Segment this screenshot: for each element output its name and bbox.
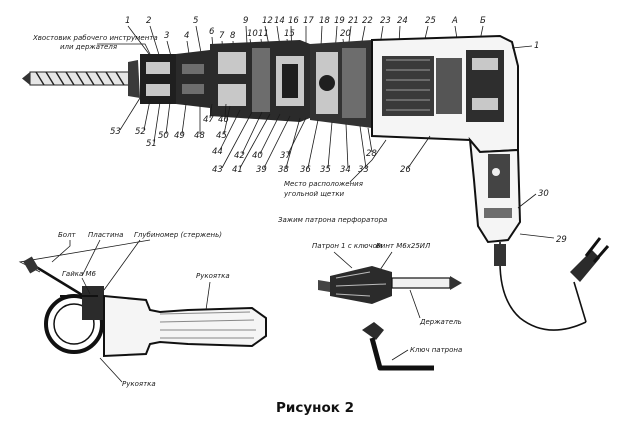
chuck-key-assembly: Патрон 1 с ключом Винт М6х25ИЛ Держатель… [312, 242, 462, 371]
drill-bit [22, 71, 131, 86]
label-handle-bottom: Рукоятка [122, 380, 156, 388]
callout-number: 1 [534, 41, 539, 51]
chuck [140, 54, 176, 104]
power-plug [570, 237, 610, 323]
callout-number: Б [480, 16, 486, 26]
callout-number: 3 [164, 31, 169, 41]
label-chuck-part: Патрон 1 с ключом [312, 242, 383, 250]
callout-number: 38 [278, 165, 289, 175]
side-handle [103, 294, 267, 358]
callout-number: 16 [288, 16, 299, 26]
callout-number: 20 [340, 29, 351, 39]
callout-number: 29 [556, 235, 567, 245]
callout-number: 48 [194, 131, 205, 141]
label-bolt: Болт [58, 231, 77, 239]
callout-number: 36 [300, 165, 311, 175]
callout-number: 23 [380, 16, 391, 26]
callout-number: 42 [234, 151, 245, 161]
callout-number: 14 [274, 16, 285, 26]
callout-number: 37 [280, 151, 291, 161]
label-nut: Гайка М6 [62, 270, 97, 278]
callout-number: 47 [203, 115, 214, 125]
leader-brush [349, 139, 387, 183]
label-depth-rod: Глубиномер (стержень) [134, 231, 222, 239]
callout-number: 8 [230, 31, 236, 41]
callout-number: 9 [243, 16, 248, 26]
label-plate: Пластина [88, 231, 123, 239]
callouts-top: 1 2 3 4 5 6 7 8 9 10 11 12 14 16 15 17 1… [125, 16, 486, 41]
callout-number: 10 [247, 29, 258, 39]
callout-number: 43 [212, 165, 223, 175]
leader-handle-bottom [99, 357, 123, 383]
label-or-holder: или держателя [60, 43, 117, 51]
chuck-key [362, 322, 434, 371]
leader-nut [81, 277, 91, 295]
callout-number: 15 [284, 29, 295, 39]
callout-number: 12 [262, 16, 273, 26]
leaders-chuck [333, 251, 393, 271]
callout-number: 50 [158, 131, 169, 141]
callout-number: 53 [110, 127, 121, 137]
power-cable [499, 242, 587, 331]
callout-number: 40 [252, 151, 263, 161]
callout-number: 22 [362, 16, 373, 26]
callout-number: 5 [193, 16, 198, 26]
label-screw: Винт М6х25ИЛ [376, 242, 431, 250]
leaders-clamp [18, 239, 151, 291]
callout-number: 28 [366, 149, 377, 159]
callout-number: 52 [135, 127, 146, 137]
armature [382, 56, 434, 116]
callout-number: 21 [348, 16, 359, 26]
figure-caption: Рисунок 2 [276, 400, 354, 416]
callout-number: 17 [303, 16, 314, 26]
dust-cap [128, 60, 140, 98]
callout-number: 46 [218, 115, 229, 125]
label-holder-clamp: Зажим патрона перфоратора [278, 216, 387, 224]
callout-number: 39 [256, 165, 267, 175]
leader-key [391, 349, 409, 361]
callout-number: 24 [397, 16, 408, 26]
barrel [176, 50, 210, 108]
callout-number: 51 [146, 139, 157, 149]
clamp-bracket [82, 286, 104, 320]
callout-number: 19 [334, 16, 345, 26]
callout-number: 41 [232, 165, 243, 175]
callout-number: 6 [209, 27, 215, 37]
label-chuck-key: Ключ патрона [410, 346, 462, 354]
switch [488, 154, 510, 198]
callout-number: 18 [319, 16, 330, 26]
leader-handle [205, 281, 211, 311]
label-handle-right: Рукоятка [196, 272, 230, 280]
label-brush-place: Место расположения [284, 180, 363, 188]
leaders-bottom [119, 45, 555, 239]
callout-number: 49 [174, 131, 185, 141]
leader-tool-socket [97, 43, 151, 55]
callout-number: 4 [184, 31, 189, 41]
callout-number: 45 [216, 131, 227, 141]
label-brush-place-2: угольной щетки [283, 190, 345, 198]
callout-number: 7 [219, 31, 225, 41]
drill-body [22, 34, 610, 331]
side-handle-assembly: Болт Пластина Глубиномер (стержень) Гайк… [18, 231, 267, 388]
label-holder: Держатель [419, 318, 462, 326]
callout-number: 26 [400, 165, 411, 175]
callout-number: 1 [125, 16, 130, 26]
callout-number: 33 [358, 165, 369, 175]
label-tool-socket: Хвостовик рабочего инструмента [32, 34, 158, 42]
callout-number: 11 [258, 29, 269, 39]
holder-shank [391, 277, 451, 289]
callout-number: А [451, 16, 458, 26]
callout-number: 44 [212, 147, 223, 157]
callouts-bottom: 53 52 51 50 49 48 47 46 45 44 43 42 41 4… [110, 41, 567, 245]
callout-number: 35 [320, 165, 331, 175]
leader-holder [409, 289, 421, 319]
callout-number: 30 [538, 189, 549, 199]
callout-number: 25 [425, 16, 436, 26]
callout-number: 2 [146, 16, 151, 26]
callout-number: 34 [340, 165, 351, 175]
